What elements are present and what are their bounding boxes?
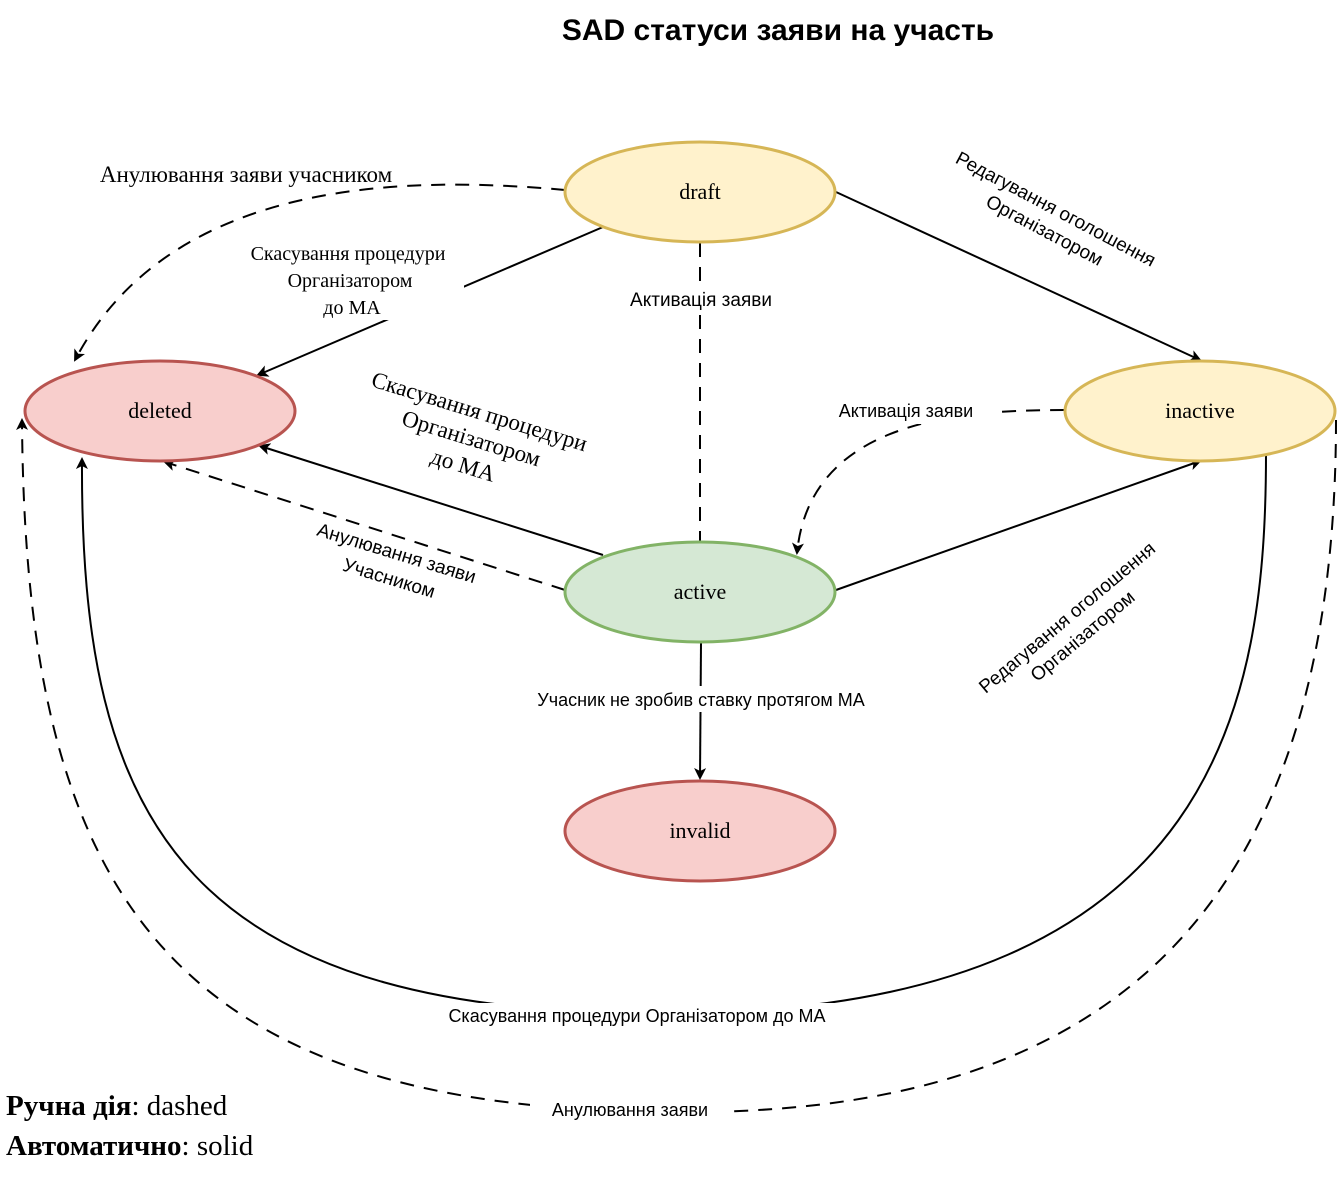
node-deleted-label: deleted (128, 398, 192, 423)
label-active-deleted-organizer: Скасування процедури Організатором до МА (369, 367, 591, 487)
edge-draft-inactive (835, 191, 1202, 362)
edge-inactive-active (792, 409, 1065, 555)
label-line: Організатором (288, 270, 413, 292)
label-line: Редагування оголошення (975, 538, 1160, 698)
node-invalid-label: invalid (669, 818, 730, 843)
label-inactive-active: Активація заяви (818, 398, 994, 424)
node-deleted[interactable]: deleted (23, 359, 297, 463)
diagram-title: SAD статуси заяви на участь (562, 14, 994, 47)
label-text: Учасник не зробив ставку протягом МА (537, 690, 864, 710)
legend-manual: Ручна дія: dashed (6, 1086, 227, 1126)
label-active-invalid: Учасник не зробив ставку протягом МА (492, 686, 910, 712)
label-inactive-deleted-organizer: Скасування процедури Організатором до МА (398, 1003, 876, 1029)
node-draft-label: draft (679, 179, 721, 204)
node-invalid[interactable]: invalid (563, 779, 837, 883)
label-text: Активація заяви (630, 290, 772, 311)
edge-active-deleted-participant (163, 459, 566, 591)
edge-inactive-deleted-organizer (75, 452, 1267, 1015)
node-draft[interactable]: draft (563, 140, 837, 244)
edge-active-inactive (835, 458, 1202, 591)
edge-draft-deleted-participant (74, 183, 566, 362)
node-active[interactable]: active (563, 540, 837, 644)
legend-manual-label: Ручна дія (6, 1090, 132, 1122)
label-text: Анулювання заяви (552, 1100, 708, 1120)
label-active-inactive: Редагування оголошення Організатором (975, 538, 1160, 698)
node-active-label: active (674, 579, 727, 604)
label-draft-active: Активація заяви (612, 286, 790, 312)
legend-auto: Автоматично: solid (6, 1126, 253, 1166)
label-draft-deleted-participant: Анулювання заяви учасником (100, 162, 393, 187)
label-line: до МА (323, 297, 381, 319)
legend-auto-value: : solid (181, 1130, 254, 1162)
node-inactive-label: inactive (1165, 398, 1235, 423)
edge-active-deleted-organizer (258, 443, 604, 556)
node-inactive[interactable]: inactive (1063, 359, 1337, 463)
label-draft-inactive: Редагування оголошення Організатором (952, 148, 1159, 271)
label-draft-deleted-organizer: Скасування процедури Організатором до МА (236, 240, 464, 320)
label-inactive-deleted-participant: Анулювання заяви (530, 1098, 730, 1122)
label-text: Активація заяви (839, 401, 973, 421)
label-text: Скасування процедури Організатором до МА (448, 1006, 825, 1026)
label-line: Скасування процедури (251, 243, 446, 265)
legend-auto-label: Автоматично (6, 1130, 182, 1162)
legend-manual-value: : dashed (131, 1090, 228, 1122)
